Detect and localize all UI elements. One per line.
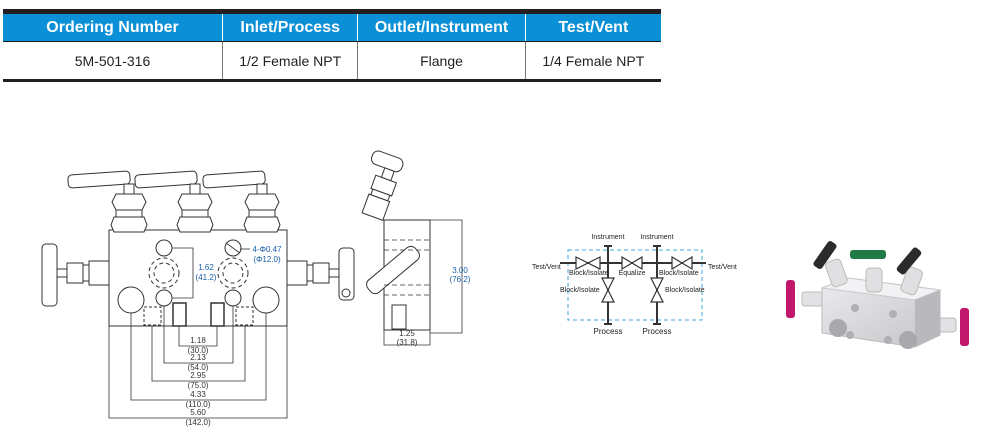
handle-magenta-right bbox=[960, 308, 969, 346]
handle-green-center bbox=[850, 250, 886, 259]
label-test-vent-left: Test/Vent bbox=[532, 264, 561, 271]
dim-4-in: 4.33 bbox=[190, 390, 206, 399]
top-valve-right bbox=[202, 170, 281, 233]
top-valve-left bbox=[67, 170, 148, 233]
table-top-rule bbox=[3, 9, 661, 14]
side-view-drawing: 3.00 (76.2) 1.25 (31.8) bbox=[361, 150, 471, 347]
manifold-3d-render bbox=[786, 241, 969, 349]
label-process-left: Process bbox=[594, 327, 623, 336]
valve-block-isolate-tl bbox=[575, 256, 590, 270]
side-height-in: 3.00 bbox=[452, 266, 468, 275]
dim-3-mm: (75.0) bbox=[188, 381, 209, 390]
valve-block-isolate-tr bbox=[671, 255, 684, 271]
handle-black-right bbox=[896, 247, 922, 275]
cell-inlet-process: 1/2 Female NPT bbox=[223, 42, 359, 79]
valve-block-isolate-bl bbox=[601, 277, 615, 292]
dim-vertical-mm: (41.2) bbox=[196, 273, 217, 282]
label-instrument-left: Instrument bbox=[591, 234, 624, 241]
cell-outlet-instrument: Flange bbox=[358, 42, 526, 79]
spec-table: Ordering Number Inlet/Process Outlet/Ins… bbox=[3, 9, 661, 82]
side-valve-right bbox=[286, 247, 355, 301]
dim-4-mm: (110.0) bbox=[186, 400, 211, 409]
hole-callout-mm: (Φ12.0) bbox=[253, 255, 281, 264]
top-valve-center bbox=[134, 170, 214, 233]
table-row: 5M-501-316 1/2 Female NPT Flange 1/4 Fem… bbox=[3, 42, 661, 82]
dim-2-in: 2.13 bbox=[190, 353, 206, 362]
handle-magenta-left bbox=[786, 280, 795, 318]
valve-equalize bbox=[621, 255, 634, 271]
dim-2-mm: (54.0) bbox=[188, 363, 209, 372]
handle-black-left bbox=[813, 241, 837, 269]
cell-ordering-number: 5M-501-316 bbox=[3, 42, 223, 79]
side-width-in: 1.25 bbox=[399, 329, 415, 338]
label-test-vent-right: Test/Vent bbox=[708, 264, 737, 271]
label-equalize: Equalize bbox=[619, 270, 646, 277]
table-header-row: Ordering Number Inlet/Process Outlet/Ins… bbox=[3, 14, 661, 42]
label-block-isolate-bl: Block/Isolate bbox=[560, 287, 600, 294]
cell-test-vent: 1/4 Female NPT bbox=[542, 52, 645, 69]
valve-block-isolate-br bbox=[650, 277, 664, 292]
label-process-right: Process bbox=[643, 327, 672, 336]
dim-1-mm: (30.0) bbox=[188, 346, 209, 355]
dim-3-in: 2.95 bbox=[190, 371, 206, 380]
label-block-isolate-br: Block/Isolate bbox=[665, 287, 705, 294]
front-view-drawing: 1.62 (41.2) 4-Φ0.47 (Φ12.0) 1.18 (30.0) … bbox=[41, 170, 355, 427]
header-inlet-process: Inlet/Process bbox=[223, 14, 359, 41]
side-valve-left bbox=[41, 243, 110, 307]
schematic-boundary bbox=[567, 249, 703, 321]
side-width-mm: (31.8) bbox=[397, 338, 418, 347]
header-outlet-instrument: Outlet/Instrument bbox=[358, 14, 526, 41]
dim-5-mm: (142.0) bbox=[185, 418, 211, 427]
header-ordering-number: Ordering Number bbox=[3, 14, 223, 41]
hole-callout: 4-Φ0.47 bbox=[252, 245, 282, 254]
side-height-mm: (76.2) bbox=[450, 275, 471, 284]
label-block-isolate-tl: Block/Isolate bbox=[569, 270, 609, 277]
dim-vertical-in: 1.62 bbox=[198, 263, 214, 272]
label-instrument-right: Instrument bbox=[640, 234, 673, 241]
header-test-vent: Test/Vent bbox=[558, 18, 629, 36]
valve-schematic: Instrument Instrument Test/Vent Test/Ven… bbox=[532, 234, 737, 336]
dim-1-in: 1.18 bbox=[190, 336, 206, 345]
dim-5-in: 5.60 bbox=[190, 408, 206, 417]
label-block-isolate-tr: Block/Isolate bbox=[659, 270, 699, 277]
